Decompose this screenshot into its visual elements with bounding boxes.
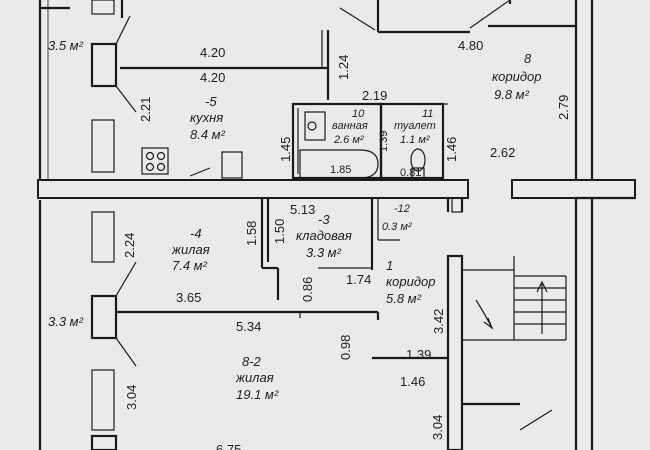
kitchen-sink — [221, 151, 243, 179]
corridor-top-name: коридор — [492, 69, 541, 84]
bathroom-name: ванная — [332, 120, 368, 132]
dim-086: 0.86 — [300, 277, 315, 302]
corridor-top-num: 8 — [524, 51, 532, 66]
dim-139-b: 1.39 — [406, 347, 431, 362]
kitchen-name: кухня — [190, 110, 223, 125]
dim-150: 1.50 — [272, 219, 287, 244]
dim-146-b: 1.46 — [400, 374, 425, 389]
dim-185: 1.85 — [330, 164, 351, 176]
dim-420-b: 4.20 — [200, 70, 225, 85]
corridor1-area: 5.8 м² — [386, 291, 422, 306]
dim-221: 2.21 — [138, 97, 153, 122]
corridor-top-area: 9.8 м² — [494, 87, 530, 102]
room82-name: жилая — [235, 370, 274, 385]
dim-146-a: 1.46 — [444, 137, 459, 162]
kitchen-num: -5 — [205, 94, 217, 109]
bearing-wall — [37, 179, 469, 199]
dim-420-a: 4.20 — [200, 45, 225, 60]
corridor1-num: 1 — [386, 258, 393, 273]
corridor1-name: коридор — [386, 274, 435, 289]
room82-area: 19.1 м² — [236, 387, 279, 402]
bathroom-num: 10 — [352, 108, 365, 120]
kitchen-area: 8.4 м² — [190, 127, 226, 142]
small12-area: 0.3 м² — [382, 221, 412, 233]
room4-name: жилая — [171, 242, 210, 257]
dim-513: 5.13 — [290, 202, 315, 217]
dim-124: 1.24 — [336, 55, 351, 80]
dimensions: 4.20 4.20 1.24 4.80 2.79 2.21 2.19 1.45 … — [122, 38, 571, 450]
toilet-name: туалет — [394, 120, 436, 132]
room4-area: 7.4 м² — [172, 258, 208, 273]
dim-224: 2.24 — [122, 233, 137, 258]
window-pier-2 — [90, 294, 118, 340]
dim-304-b: 3.04 — [430, 415, 445, 440]
top-left-area: 3.5 м² — [48, 38, 84, 53]
dim-342: 3.42 — [431, 309, 446, 334]
dim-174: 1.74 — [346, 272, 371, 287]
dim-145: 1.45 — [278, 137, 293, 162]
dim-480: 4.80 — [458, 38, 483, 53]
dim-279: 2.79 — [556, 95, 571, 120]
walls — [37, 0, 636, 450]
labels: 3.5 м² 8 коридор 9.8 м² -5 кухня 8.4 м² … — [48, 38, 541, 402]
dim-675: 6.75 — [216, 442, 241, 450]
dim-219: 2.19 — [362, 88, 387, 103]
small12-num: -12 — [394, 203, 410, 215]
stove — [141, 147, 169, 175]
dim-158: 1.58 — [244, 221, 259, 246]
storage-name: кладовая — [296, 228, 352, 243]
window-pier-1 — [90, 42, 118, 88]
dim-262: 2.62 — [490, 145, 515, 160]
storage-area: 3.3 м² — [306, 245, 342, 260]
dim-139: 1.39 — [378, 131, 390, 152]
dim-098: 0.98 — [338, 335, 353, 360]
bathroom-area: 2.6 м² — [333, 134, 364, 146]
staircase — [461, 256, 567, 341]
dim-081: 0.81 — [400, 167, 421, 179]
dim-304-a: 3.04 — [124, 385, 139, 410]
room4-num: -4 — [190, 226, 202, 241]
room82-num: 8-2 — [242, 354, 262, 369]
toilet-area: 1.1 м² — [400, 134, 430, 146]
dim-365: 3.65 — [176, 290, 201, 305]
toilet-num: 11 — [422, 108, 433, 120]
left-mid-area: 3.3 м² — [48, 314, 84, 329]
storage-num: -3 — [318, 212, 330, 227]
dim-534: 5.34 — [236, 319, 261, 334]
